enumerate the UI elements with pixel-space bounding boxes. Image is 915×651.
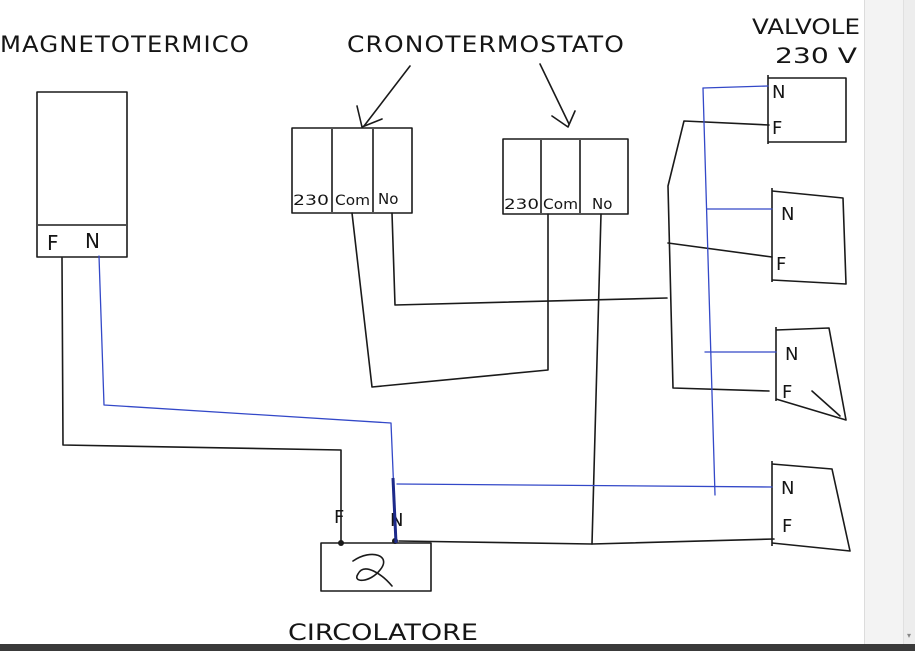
- valve-4-terminal-n: N: [781, 478, 794, 499]
- arrow-to-thermostat-1: [356, 65, 411, 128]
- valve-1: N F: [767, 75, 847, 144]
- circolatore-terminal-f: F: [334, 507, 344, 528]
- scroll-down-arrow-icon[interactable]: ▾: [906, 631, 911, 640]
- thermostat-1-terminal-com: Com: [335, 193, 370, 209]
- valve-1-terminal-n: N: [772, 82, 785, 103]
- valve-4: N F: [771, 461, 851, 552]
- thermostat-2-terminal-no: No: [592, 195, 612, 213]
- wire-valve-4-f: [591, 538, 775, 545]
- valve-3-terminal-n: N: [785, 344, 798, 365]
- thermostat-1-terminal-no: No: [378, 190, 398, 208]
- circolatore-terminal-f-dot: [338, 540, 344, 546]
- vertical-scrollbar[interactable]: [903, 0, 915, 644]
- wire-pump-n-to-valves: [396, 483, 773, 488]
- wire-valve-1-n: [702, 85, 769, 89]
- valve-2: N F: [771, 188, 847, 285]
- wire-valve-2-f: [667, 242, 773, 258]
- wire-valve-n-bus: [702, 87, 716, 496]
- wiring-diagram: MAGNETOTERMICO CRONOTERMOSTATO VALVOLE 2…: [0, 15, 860, 646]
- wire-no-to-valve-bus: [391, 212, 668, 306]
- phase-wiring: [61, 120, 841, 545]
- valve-4-terminal-f: F: [782, 516, 792, 537]
- wire-breaker-n-to-pump: [98, 255, 397, 543]
- arrow-to-thermostat-2: [539, 63, 576, 128]
- thermostat-1: 230 Com No: [291, 127, 413, 214]
- thermostat-2-terminal-com: Com: [543, 197, 578, 213]
- circolatore-pump: F N: [320, 507, 432, 592]
- neutral-wiring: [98, 85, 777, 543]
- valve-2-terminal-f: F: [776, 254, 786, 275]
- valve-2-terminal-n: N: [781, 204, 794, 225]
- magnetotermico-terminal-n: N: [85, 229, 100, 253]
- wire-no-to-pump: [398, 213, 602, 545]
- magnetotermico-terminal-f: F: [47, 231, 59, 255]
- valve-3: N F: [775, 327, 847, 421]
- wire-pump-n-emphasis: [391, 477, 398, 544]
- valve-3-terminal-f: F: [782, 382, 792, 403]
- title-valvole-voltage: 230 V: [775, 44, 858, 68]
- thermostat-2-terminal-230: 230: [504, 197, 539, 213]
- title-cronotermostato: CRONOTERMOSTATO: [347, 33, 625, 58]
- thermostat-2: 230 Com No: [502, 138, 629, 215]
- thermostat-1-terminal-230: 230: [293, 193, 329, 209]
- magnetotermico-breaker: F N: [36, 91, 128, 258]
- title-circolatore: CIRCOLATORE: [288, 621, 478, 644]
- valve-1-terminal-f: F: [772, 118, 782, 139]
- wire-com-bus: [351, 212, 549, 388]
- wire-breaker-f-to-pump: [61, 257, 342, 542]
- drawing-canvas: MAGNETOTERMICO CRONOTERMOSTATO VALVOLE 2…: [0, 15, 860, 646]
- bottom-status-strip: [0, 644, 915, 651]
- title-valvole: VALVOLE: [752, 15, 860, 39]
- wire-valve-f-bus: [667, 120, 770, 392]
- title-magnetotermico: MAGNETOTERMICO: [0, 33, 250, 58]
